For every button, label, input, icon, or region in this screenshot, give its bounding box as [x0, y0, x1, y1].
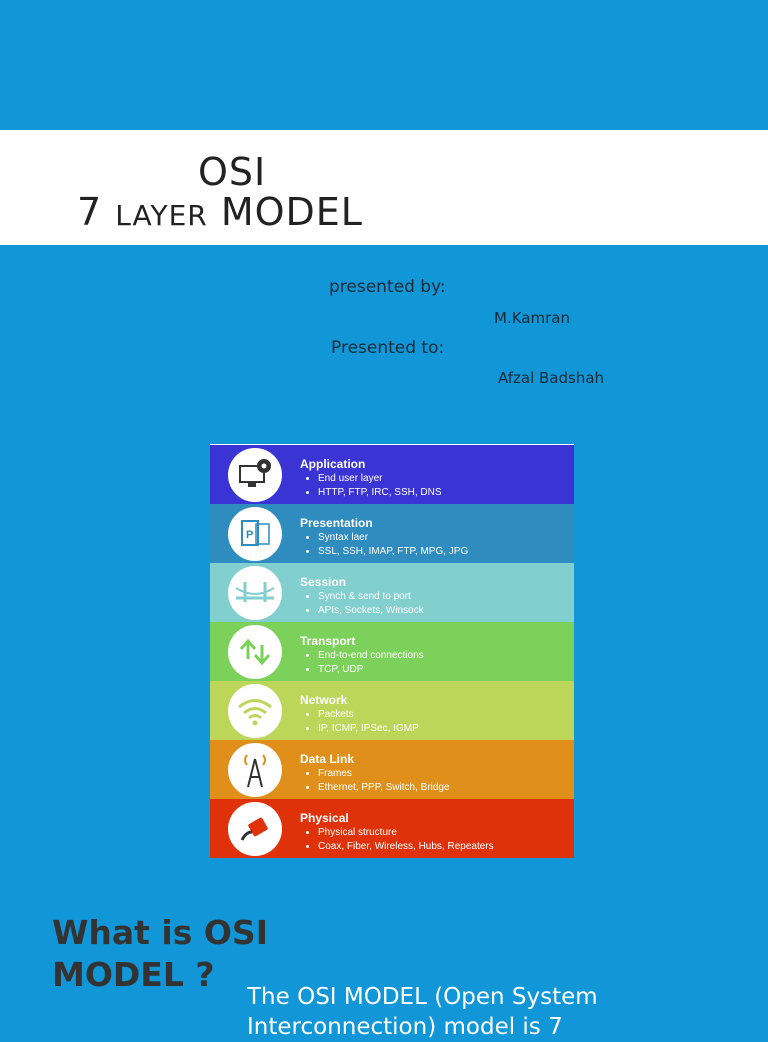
layer-bullet: Ethernet, PPP, Switch, Bridge	[318, 781, 450, 795]
layer-session: Session Synch & send to port APIs, Socke…	[210, 563, 574, 622]
layer-bullet: End-to-end connections	[318, 649, 424, 663]
layer-presentation: P Presentation Syntax laer SSL, SSH, IMA…	[210, 504, 574, 563]
layer-bullet: IP, ICMP, IPSec, IGMP	[318, 722, 419, 736]
layer-bullet: Coax, Fiber, Wireless, Hubs, Repeaters	[318, 840, 494, 854]
layer-bullets: End user layer HTTP, FTP, IRC, SSH, DNS	[308, 472, 442, 500]
section-body-text: The OSI MODEL (Open System Interconnecti…	[247, 984, 598, 1040]
layer-bullet: TCP, UDP	[318, 663, 424, 677]
monitor-gear-icon	[228, 448, 282, 502]
layer-bullet: HTTP, FTP, IRC, SSH, DNS	[318, 486, 442, 500]
layer-name: Application	[300, 457, 366, 471]
title-model-word: MODEL	[207, 190, 363, 234]
up-down-arrows-icon	[228, 625, 282, 679]
antenna-tower-icon	[228, 743, 282, 797]
section-heading-line-1: What is OSI	[52, 913, 268, 952]
layer-bullets: Frames Ethernet, PPP, Switch, Bridge	[308, 767, 450, 795]
layer-name: Physical	[300, 811, 349, 825]
layer-bullet: Syntax laer	[318, 531, 468, 545]
layer-bullet: Packets	[318, 708, 419, 722]
layer-application: Application End user layer HTTP, FTP, IR…	[210, 445, 574, 504]
layer-name: Network	[300, 693, 348, 707]
wifi-icon	[228, 684, 282, 738]
layer-network: Network Packets IP, ICMP, IPSec, IGMP	[210, 681, 574, 740]
layer-data-link: Data Link Frames Ethernet, PPP, Switch, …	[210, 740, 574, 799]
presented-by-label: presented by:	[329, 277, 446, 297]
layer-bullet: End user layer	[318, 472, 442, 486]
presentation-file-icon: P	[228, 507, 282, 561]
title-layer-word: LAYER	[115, 199, 208, 232]
cable-plug-icon	[228, 802, 282, 856]
layer-name: Data Link	[300, 752, 355, 766]
svg-text:P: P	[246, 529, 253, 541]
layer-bullets: Synch & send to port APIs, Sockets, Wins…	[308, 590, 424, 618]
layer-bullets: Syntax laer SSL, SSH, IMAP, FTP, MPG, JP…	[308, 531, 468, 559]
layer-bullet: APIs, Sockets, Winsock	[318, 604, 424, 618]
layer-bullets: Physical structure Coax, Fiber, Wireless…	[308, 826, 494, 854]
layer-bullet: Physical structure	[318, 826, 494, 840]
section-heading-line-2: MODEL ?	[52, 955, 215, 994]
layer-bullets: End-to-end connections TCP, UDP	[308, 649, 424, 677]
layer-bullet: SSL, SSH, IMAP, FTP, MPG, JPG	[318, 545, 468, 559]
title-band	[0, 130, 768, 245]
layer-transport: Transport End-to-end connections TCP, UD…	[210, 622, 574, 681]
title-line-1: OSI	[198, 150, 267, 194]
title-number: 7	[77, 190, 116, 234]
presenter-name: M.Kamran	[494, 309, 570, 327]
bridge-icon	[228, 566, 282, 620]
layer-name: Transport	[300, 634, 356, 648]
layer-name: Session	[300, 575, 347, 589]
layer-bullet: Frames	[318, 767, 450, 781]
layer-bullets: Packets IP, ICMP, IPSec, IGMP	[308, 708, 419, 736]
osi-layers-graphic: Application End user layer HTTP, FTP, IR…	[210, 444, 574, 858]
layer-bullet: Synch & send to port	[318, 590, 424, 604]
title-line-2: 7 LAYER MODEL	[77, 190, 363, 234]
presented-to-label: Presented to:	[331, 338, 445, 358]
section-heading: What is OSI MODEL ?	[52, 912, 268, 996]
layer-physical: Physical Physical structure Coax, Fiber,…	[210, 799, 574, 858]
layer-name: Presentation	[300, 516, 373, 530]
presented-to-name: Afzal Badshah	[498, 369, 605, 387]
